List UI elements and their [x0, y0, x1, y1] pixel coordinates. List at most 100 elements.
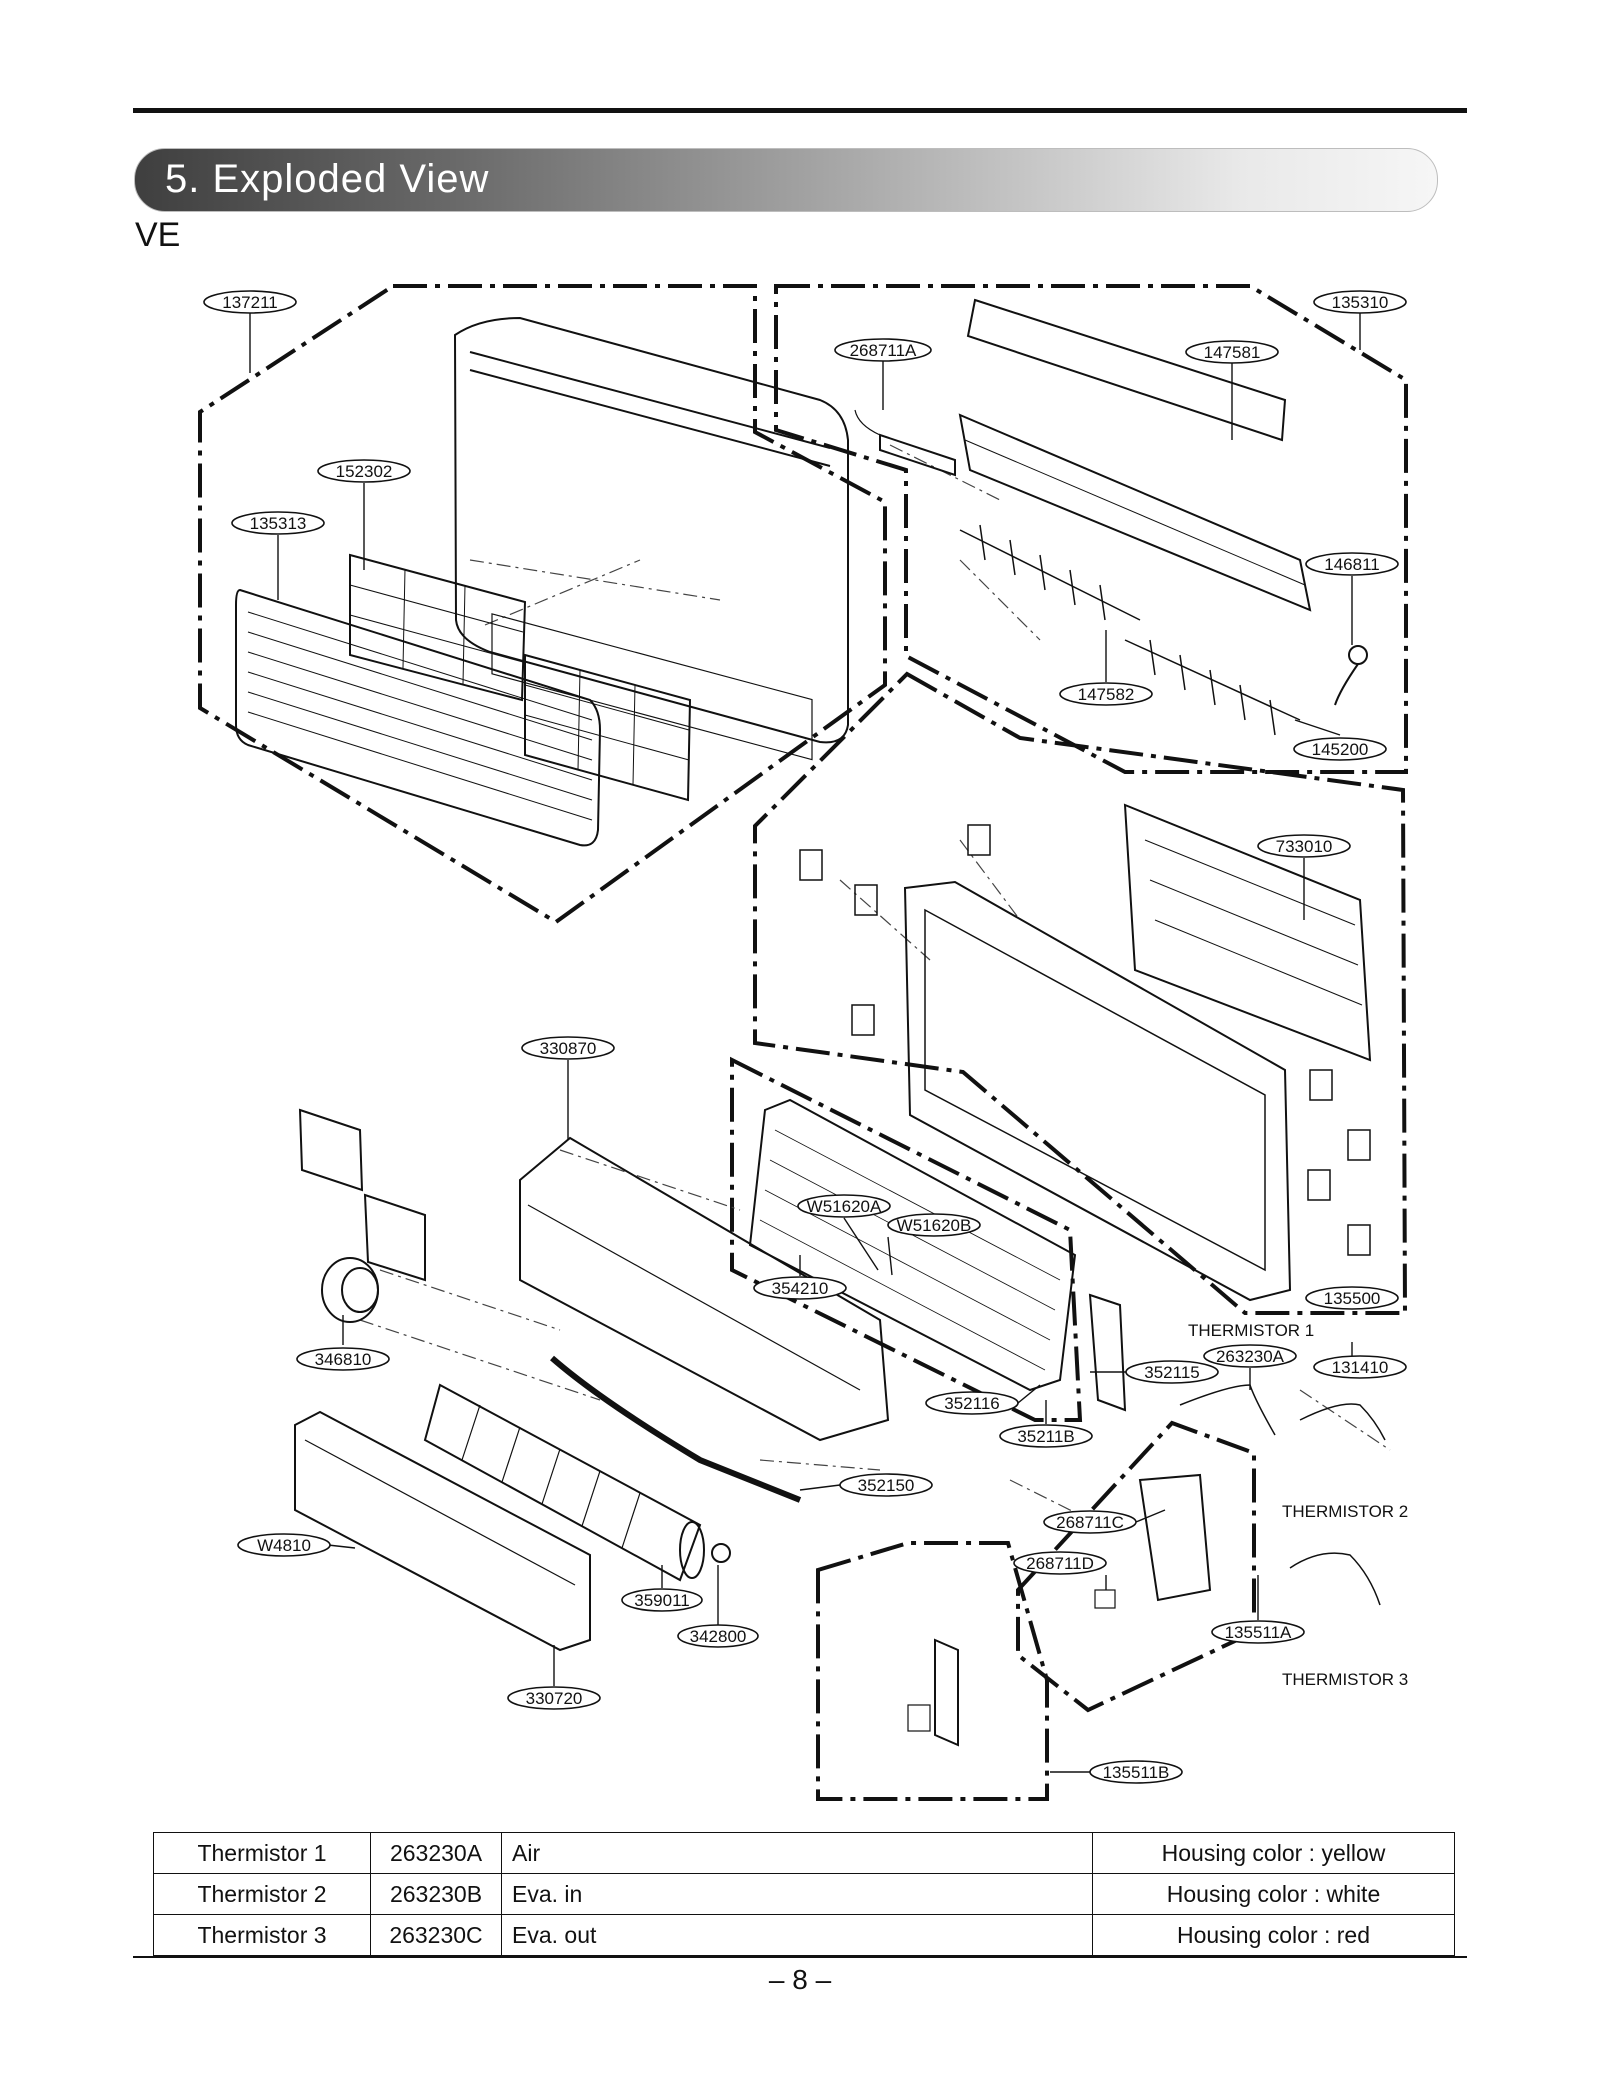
chassis	[903, 880, 1292, 1302]
leader-line	[1294, 719, 1341, 736]
chassis-group-outline	[753, 671, 1408, 1315]
bearing-holder	[711, 1543, 731, 1563]
callout-354210: 354210	[772, 1279, 829, 1298]
thermistor-1-lead	[1179, 1384, 1386, 1441]
callout-bubble	[1203, 1344, 1297, 1368]
leader-line	[799, 1484, 841, 1491]
table-cell-position: Eva. out	[501, 1914, 1093, 1956]
callout-bubble	[507, 1686, 601, 1710]
callout-352150: 352150	[858, 1476, 915, 1495]
callout-268711D: 268711D	[1026, 1554, 1094, 1573]
callout-W51620B: W51620B	[897, 1216, 972, 1235]
drain-pan	[519, 1136, 890, 1442]
table-cell-color: Housing color : white	[1092, 1873, 1455, 1915]
callout-bubble	[621, 1588, 703, 1612]
front-panel-grille	[235, 588, 602, 847]
bottom-rule	[133, 1956, 1467, 1958]
front-grille-frame	[453, 316, 849, 761]
table-cell-name: Thermistor 2	[153, 1873, 371, 1915]
callout-bubble	[1305, 552, 1399, 576]
callout-137211: 137211	[222, 293, 277, 312]
callout-bubble	[999, 1424, 1093, 1448]
louver-blades	[959, 524, 1301, 736]
table-cell-position: Air	[501, 1832, 1093, 1874]
top-rule	[133, 108, 1467, 113]
callout-bubble	[839, 1473, 933, 1497]
chassis-clips	[799, 824, 1371, 1256]
page-number: – 8 –	[768, 1964, 832, 1995]
alignment-line	[839, 879, 931, 961]
leader-line	[1135, 1509, 1166, 1523]
alignment-line	[484, 559, 641, 626]
callout-bubble	[1125, 1360, 1219, 1384]
callout-bubble	[1293, 737, 1387, 761]
callout-147581: 147581	[1204, 343, 1261, 362]
callout-bubble	[1043, 1510, 1137, 1534]
leader-line	[327, 1544, 356, 1549]
table-cell-position: Eva. in	[501, 1873, 1093, 1915]
motor-mount-upper	[298, 1108, 364, 1192]
callout-bubble	[834, 338, 932, 362]
installation-plate	[1123, 803, 1372, 1062]
leader-line	[1017, 1384, 1041, 1404]
callout-bubble	[1305, 1286, 1399, 1310]
wire-holder	[854, 409, 956, 477]
callout-346810: 346810	[315, 1350, 372, 1369]
callout-bubble	[237, 1533, 331, 1557]
table-cell-code: 263230C	[370, 1914, 502, 1956]
alignment-line	[379, 1269, 561, 1331]
callout-135500: 135500	[1324, 1289, 1381, 1308]
callout-bubble	[797, 1194, 891, 1218]
callout-bubble	[296, 1347, 390, 1371]
model-label: VE	[135, 216, 181, 254]
thermistor-2-label: THERMISTOR 2	[1282, 1502, 1408, 1521]
alignment-line	[959, 839, 1021, 921]
display-bracket	[907, 1638, 959, 1747]
control-box-group-outline	[1016, 1420, 1256, 1713]
callout-bubble	[887, 1213, 981, 1237]
callout-bubble	[1313, 290, 1407, 314]
callout-bubble	[677, 1624, 759, 1648]
callout-W4810: W4810	[257, 1536, 311, 1555]
front-panel-group-outline	[198, 284, 887, 925]
callout-135313: 135313	[250, 514, 307, 533]
table-cell-code: 263230B	[370, 1873, 502, 1915]
callout-bubble	[925, 1391, 1019, 1415]
callout-342800: 342800	[690, 1627, 747, 1646]
leader-line	[843, 1217, 879, 1271]
evaporator-side-plate	[1088, 1293, 1127, 1412]
table-cell-code: 263230A	[370, 1832, 502, 1874]
callout-131410: 131410	[1332, 1358, 1389, 1377]
callout-bubble	[1313, 1355, 1407, 1379]
callout-W51620A: W51620A	[807, 1197, 882, 1216]
section-title: 5. Exploded View	[165, 157, 490, 201]
cross-flow-fan	[423, 1383, 705, 1582]
section-title-bar: 5. Exploded View	[134, 148, 1438, 212]
table-cell-name: Thermistor 1	[153, 1832, 371, 1874]
motor-mount-lower	[363, 1193, 426, 1282]
alignment-line	[469, 559, 721, 601]
drain-hose	[550, 1355, 802, 1503]
callout-135511A: 135511A	[1225, 1623, 1292, 1642]
callout-bubble	[1059, 682, 1153, 706]
callout-bubble	[1211, 1620, 1305, 1644]
table-cell-color: Housing color : red	[1092, 1914, 1455, 1956]
callout-bubble	[231, 511, 325, 535]
thermistor-2-lead	[1289, 1552, 1381, 1606]
leader-line	[887, 1236, 893, 1276]
evaporator-group-outline	[730, 1056, 1083, 1422]
callout-147582: 147582	[1078, 685, 1135, 704]
air-filter-right	[524, 653, 692, 802]
callout-bubble	[521, 1036, 615, 1060]
upper-vane	[966, 298, 1287, 442]
callout-bubble	[1185, 340, 1279, 364]
callout-352116: 352116	[944, 1394, 999, 1413]
motor-cover	[294, 1410, 591, 1652]
thermistor-table: Thermistor 1 263230A Air Housing color :…	[153, 1832, 1455, 1956]
callout-145200: 145200	[1312, 740, 1369, 759]
callout-135310: 135310	[1332, 293, 1389, 312]
callout-146811: 146811	[1324, 555, 1379, 574]
table-row: Thermistor 2 263230B Eva. in Housing col…	[153, 1873, 1455, 1915]
callout-268711C: 268711C	[1056, 1513, 1124, 1532]
control-box	[1094, 1473, 1212, 1609]
